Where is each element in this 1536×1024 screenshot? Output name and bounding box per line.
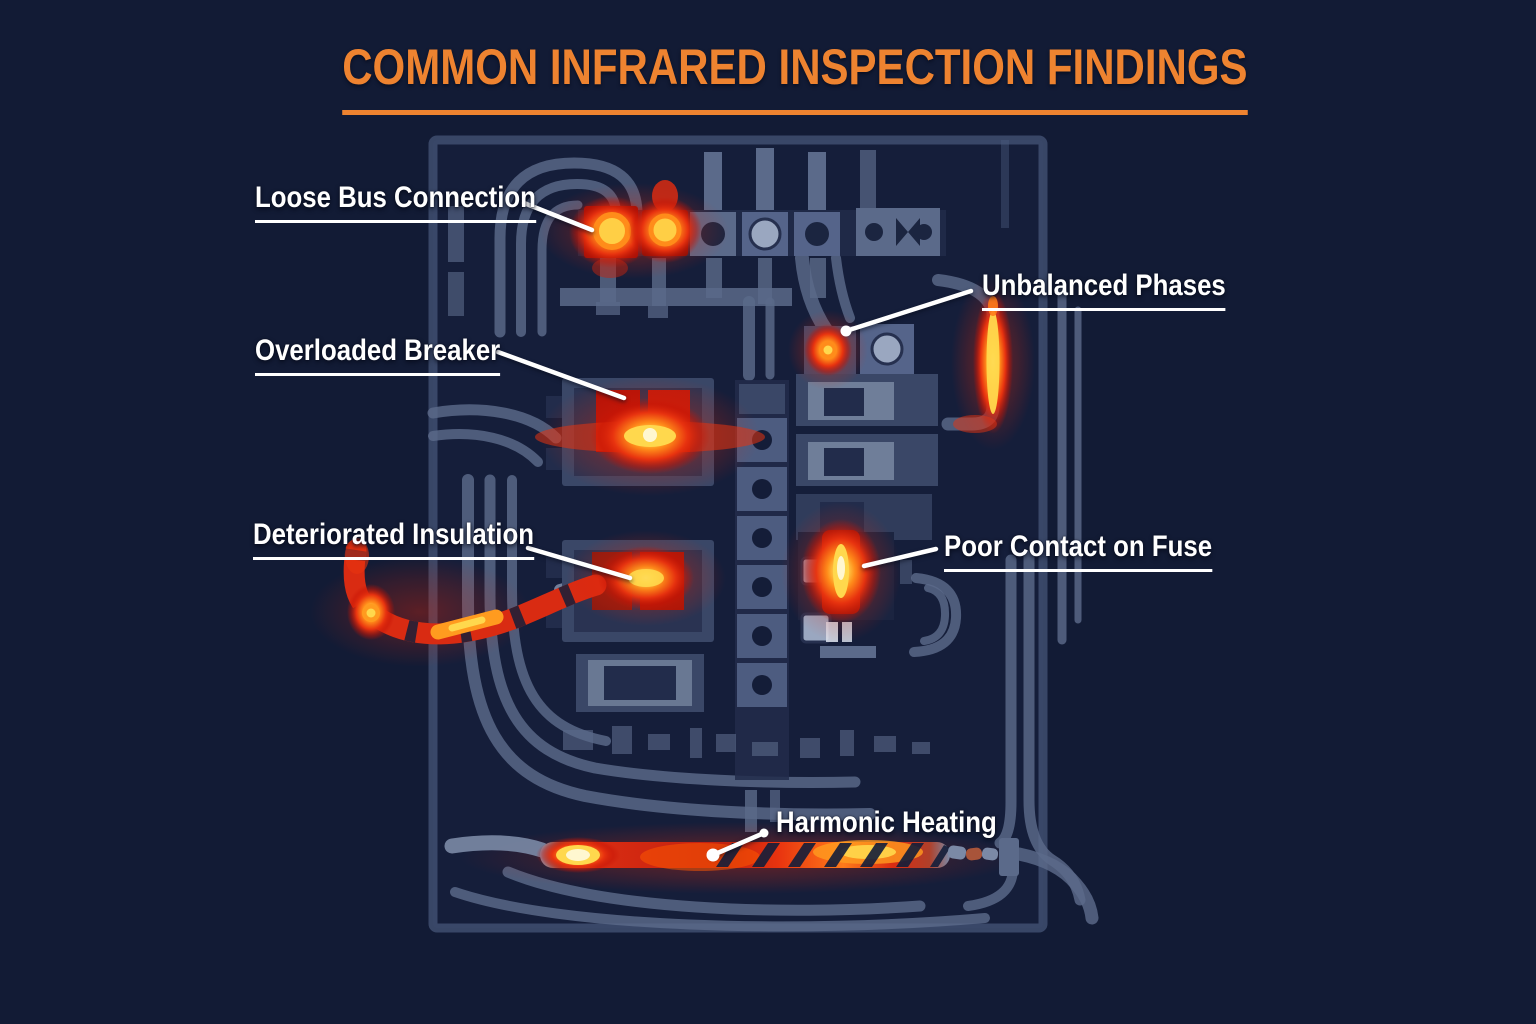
- leader-unbalanced-phases: [843, 288, 974, 334]
- label-overloaded-breaker: Overloaded Breaker: [255, 336, 540, 376]
- label-loose-bus-connection: Loose Bus Connection: [255, 183, 582, 223]
- label-text: Unbalanced Phases: [982, 271, 1226, 311]
- cable-connector: [999, 838, 1019, 876]
- hotspot-unbalanced-phases: [788, 274, 1035, 450]
- leader-loose-bus: [521, 200, 595, 233]
- bus-bar-horizontal: [560, 288, 792, 306]
- label-text: Poor Contact on Fuse: [944, 532, 1213, 572]
- leader-poor-contact-fuse: [861, 546, 939, 569]
- hotspot-deteriorated-insulation: [310, 530, 726, 667]
- leader-overloaded-breaker: [495, 349, 627, 401]
- hot-lug-1: [593, 212, 631, 250]
- center-terminal-column: [735, 380, 789, 832]
- conduit-wiring: [427, 157, 1086, 932]
- label-unbalanced-phases: Unbalanced Phases: [982, 271, 1265, 311]
- cable-twisted-tail: [947, 838, 1099, 925]
- bottom-hardware-row: [563, 726, 930, 758]
- label-text: Deteriorated Insulation: [253, 520, 534, 560]
- hotspot-overloaded-breaker: [535, 376, 765, 496]
- hotspot-loose-bus-connection: [539, 180, 729, 279]
- page-title: COMMON INFRARED INSPECTION FINDINGS: [342, 40, 1248, 115]
- cable-chevron-stripes: [716, 843, 950, 867]
- leader-lines: [495, 200, 974, 862]
- label-text: Overloaded Breaker: [255, 336, 501, 376]
- label-text: Harmonic Heating: [776, 806, 997, 839]
- label-deteriorated-insulation: Deteriorated Insulation: [253, 520, 580, 560]
- label-text: Loose Bus Connection: [255, 183, 536, 223]
- page-title-block: COMMON INFRARED INSPECTION FINDINGS: [256, 40, 1248, 115]
- leader-harmonic-heating: [710, 830, 767, 858]
- bus-meter-block: [856, 208, 940, 256]
- leader-deteriorated-insulation: [525, 545, 633, 581]
- hotspot-poor-contact-fuse: [781, 502, 901, 642]
- label-harmonic-heating: Harmonic Heating: [776, 808, 1033, 838]
- hot-lug-2: [648, 213, 682, 247]
- label-poor-contact-on-fuse: Poor Contact on Fuse: [944, 532, 1256, 572]
